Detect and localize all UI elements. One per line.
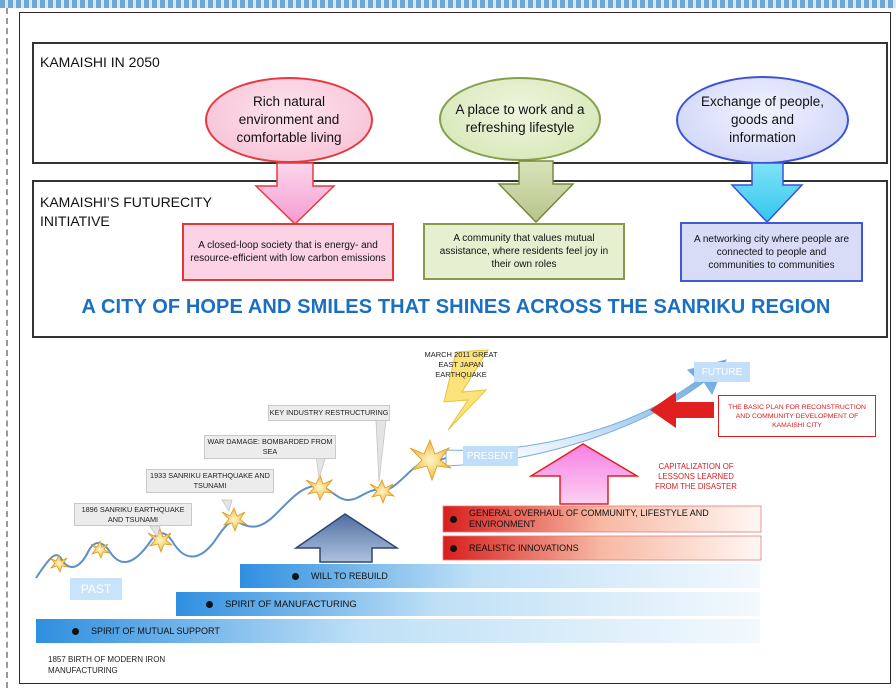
mutual-support-text: SPIRIT OF MUTUAL SUPPORT [91,626,220,636]
manufacturing-row: SPIRIT OF MANUFACTURING [206,592,606,616]
future-label: FUTURE [694,362,750,382]
section-initiative-box [32,180,888,338]
vision-work-text: A place to work and a refreshing lifesty… [455,102,585,135]
overhaul-text: GENERAL OVERHAUL OF COMMUNITY, LIFESTYLE… [469,508,709,529]
star-burst-icon [409,438,452,482]
birth-iron-label: 1857 BIRTH OF MODERN IRON MANUFACTURING [48,655,166,675]
bullet-dot [450,515,457,523]
goal-closed-loop-text: A closed-loop society that is energy- an… [190,240,386,264]
capitalization-label: CAPITALIZATION OF LESSONS LEARNED FROM T… [655,462,737,491]
left-dashed-rule [6,8,8,688]
bullet-dot [72,627,79,635]
section-2050-box [32,42,888,164]
section-initiative-label: KAMAISHI’S FUTURECITY INITIATIVE [40,193,212,231]
star-burst-icon [221,507,248,533]
goal-community-box: A community that values mutual assistanc… [423,223,625,280]
basic-plan-box: THE BASIC PLAN FOR RECONSTRUCTION AND CO… [718,395,876,437]
goal-closed-loop-box: A closed-loop society that is energy- an… [182,223,394,281]
magenta-up-arrow [528,443,640,505]
headline: A CITY OF HOPE AND SMILES THAT SHINES AC… [81,296,831,318]
overhaul-bar [442,505,762,533]
bullet-dot [450,544,457,552]
arrow-down-olive [497,160,575,224]
manufacturing-bar [176,592,760,616]
star-burst-icon [305,473,335,501]
basic-plan-text: THE BASIC PLAN FOR RECONSTRUCTION AND CO… [728,403,866,429]
vision-nature-ellipse: Rich natural environment and comfortable… [205,77,373,163]
vision-exchange-ellipse: Exchange of people, goods and informatio… [676,76,849,164]
vision-nature-text: Rich natural environment and comfortable… [236,94,342,145]
event-2011-label: MARCH 2011 GREAT EAST JAPAN EARTHQUAKE [424,350,498,379]
star-burst-icon [90,539,111,560]
event-war-damage-callout: WAR DAMAGE: BOMBARDED FROM SEA [204,435,336,459]
goal-networking-box: A networking city where people are conne… [680,222,863,282]
manufacturing-text: SPIRIT OF MANUFACTURING [225,598,357,610]
section-initiative-label-line1: KAMAISHI’S FUTURECITY [40,194,212,210]
section-2050-label: KAMAISHI IN 2050 [40,54,160,70]
vision-exchange-text: Exchange of people, goods and informatio… [700,94,825,145]
diagram-frame [19,12,891,684]
mutual-support-bar [36,619,760,643]
steel-up-arrow [293,513,400,563]
event-restructuring-callout: KEY INDUSTRY RESTRUCTURING [268,405,390,421]
arrow-down-pink [254,162,336,226]
event-1896-callout: 1896 SANRIKU EARTHQUAKE AND TSUNAMI [74,503,192,526]
will-to-rebuild-row: WILL TO REBUILD [292,564,692,588]
past-label: PAST [70,578,122,600]
red-left-arrow [650,392,714,428]
goal-networking-text: A networking city where people are conne… [693,233,850,271]
callout-pointer [221,499,233,512]
callout-pointer [315,455,327,479]
arrow-down-cyan [730,162,804,224]
lightning-bolt-icon [443,349,489,431]
bullet-dot [292,572,299,580]
will-to-rebuild-text: WILL TO REBUILD [311,571,388,581]
bullet-dot [206,600,213,608]
vision-work-ellipse: A place to work and a refreshing lifesty… [439,77,601,161]
innovations-row: REALISTIC INNOVATIONS [450,536,750,560]
present-label: PRESENT [463,446,518,466]
star-burst-icon [49,553,70,574]
innovations-bar [442,535,762,561]
event-1933-callout: 1933 SANRIKU EARTHQUAKE AND TSUNAMI [146,469,274,493]
callout-pointer [149,525,161,538]
top-border-rule [0,0,896,8]
overhaul-row: GENERAL OVERHAUL OF COMMUNITY, LIFESTYLE… [450,506,750,532]
star-burst-icon [147,528,174,554]
mutual-support-row: SPIRIT OF MUTUAL SUPPORT [72,619,472,643]
section-initiative-label-line2: INITIATIVE [40,213,110,229]
callout-pointer [375,419,387,483]
star-burst-icon [369,479,396,505]
will-to-rebuild-bar [240,564,760,588]
innovations-text: REALISTIC INNOVATIONS [469,543,579,553]
goal-community-text: A community that values mutual assistanc… [439,233,609,270]
